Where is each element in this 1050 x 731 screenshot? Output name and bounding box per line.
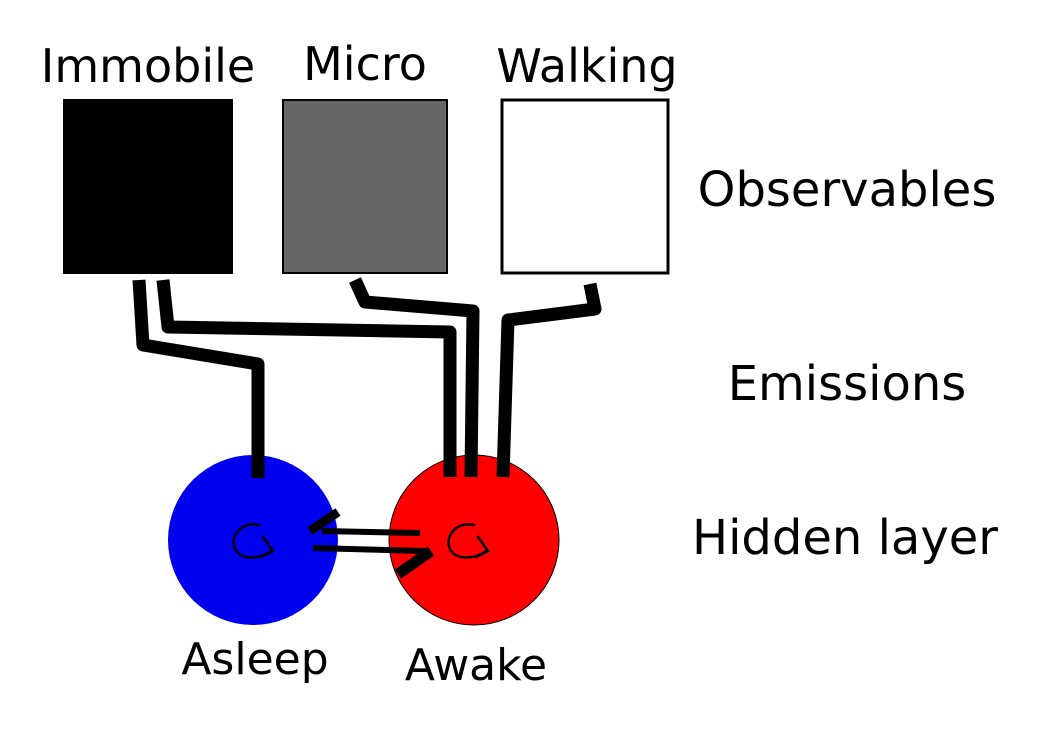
state-label-asleep: Asleep bbox=[181, 634, 328, 685]
observable-label-micro: Micro bbox=[303, 37, 427, 91]
observable-label-walking: Walking bbox=[496, 39, 677, 93]
emission-paths bbox=[132, 277, 602, 478]
transition-awake-to-asleep-head bbox=[307, 508, 341, 535]
row-label-observables: Observables bbox=[698, 162, 997, 218]
state-circle-asleep bbox=[168, 455, 338, 625]
observable-box-walking bbox=[500, 98, 670, 275]
transition-awake-to-asleep bbox=[321, 528, 421, 536]
emission-immobile-asleep bbox=[132, 279, 265, 478]
emission-immobile-awake bbox=[156, 279, 457, 477]
observable-label-immobile: Immobile bbox=[41, 39, 255, 93]
transition-asleep-to-awake bbox=[312, 545, 426, 554]
observable-box-immobile bbox=[63, 99, 233, 274]
row-label-emissions: Emissions bbox=[728, 356, 967, 412]
state-label-awake: Awake bbox=[405, 640, 547, 691]
self-loop-asleep-icon bbox=[232, 523, 275, 559]
circular-arrow-icon bbox=[232, 523, 490, 559]
emission-micro-awake bbox=[349, 277, 480, 478]
state-circle-awake bbox=[388, 454, 560, 626]
row-label-hidden-layer: Hidden layer bbox=[692, 510, 998, 566]
transition-arrows bbox=[307, 508, 435, 579]
transition-asleep-to-awake-head bbox=[394, 546, 435, 579]
self-loop-awake-icon bbox=[447, 523, 490, 559]
observable-box-micro bbox=[282, 99, 448, 274]
emission-walking-awake bbox=[496, 282, 602, 478]
